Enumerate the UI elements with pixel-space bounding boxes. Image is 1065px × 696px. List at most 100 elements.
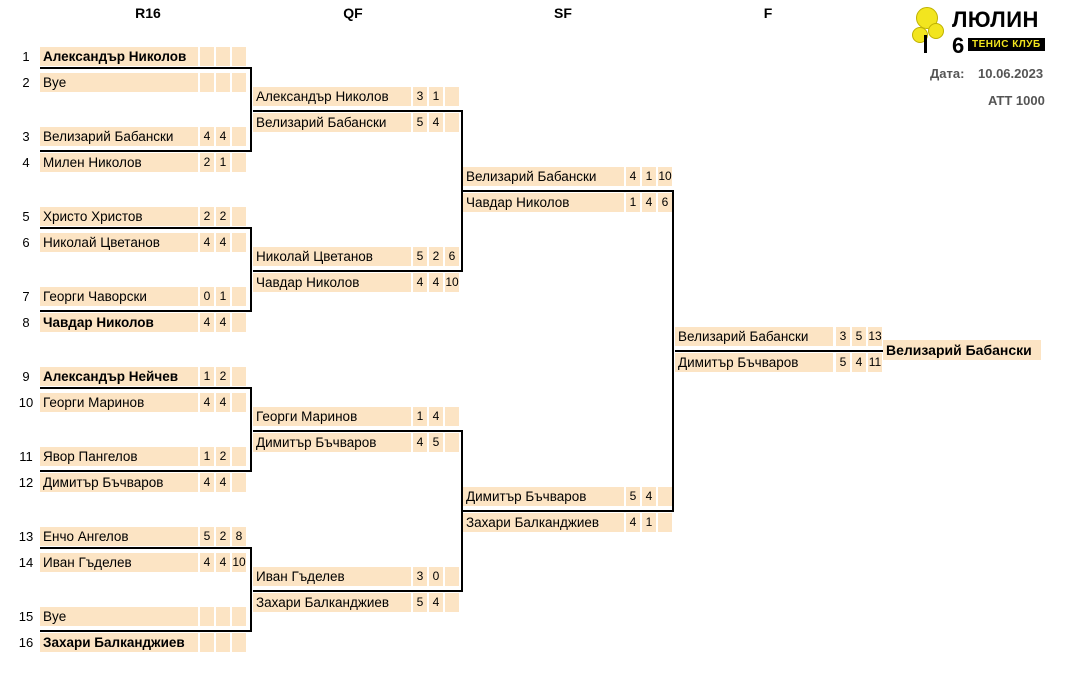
sf-player-score: 4 [641, 193, 656, 212]
qf-player-score [444, 113, 459, 132]
bracket-line [40, 67, 252, 69]
r16-player-name: Николай Цветанов [40, 233, 198, 252]
final-player-score: 4 [851, 353, 866, 372]
bracket-line [40, 387, 252, 389]
final-player-name: Велизарий Бабански [675, 327, 833, 346]
r16-player-score [199, 73, 214, 92]
sf-player-score: 6 [657, 193, 672, 212]
bracket-line [461, 110, 463, 272]
qf-player-name: Захари Балканджиев [253, 593, 411, 612]
seed-number: 9 [22, 369, 30, 384]
bracket-line [40, 630, 252, 632]
qf-player-score: 5 [428, 433, 443, 452]
logo-title: ЛЮЛИН 6 [952, 7, 1039, 58]
r16-player-score [231, 313, 246, 332]
r16-player-name: Иван Гъделев [40, 553, 198, 572]
qf-player-name: Чавдар Николов [253, 273, 411, 292]
bracket-line [250, 67, 252, 152]
qf-player-name: Александър Николов [253, 87, 411, 106]
r16-player-score: 2 [215, 207, 230, 226]
r16-player-score: 2 [215, 527, 230, 546]
r16-player-score: 1 [199, 447, 214, 466]
r16-player-score: 2 [199, 207, 214, 226]
bracket-line [253, 590, 463, 592]
date-label: Дата: [930, 66, 965, 81]
r16-player-score: 4 [215, 393, 230, 412]
r16-player-score [199, 607, 214, 626]
r16-player-name: Bye [40, 607, 198, 626]
tennis-ball-icon [928, 23, 944, 39]
bracket-line [672, 190, 674, 512]
r16-player-score: 1 [215, 287, 230, 306]
sf-player-name: Димитър Бъчваров [463, 487, 624, 506]
qf-player-score: 6 [444, 247, 459, 266]
r16-player-score: 0 [199, 287, 214, 306]
r16-player-name: Димитър Бъчваров [40, 473, 198, 492]
sf-player-name: Захари Балканджиев [463, 513, 624, 532]
bracket-line [253, 270, 463, 272]
qf-player-name: Георги Маринов [253, 407, 411, 426]
final-player-name: Димитър Бъчваров [675, 353, 833, 372]
qf-player-score: 4 [428, 113, 443, 132]
r16-player-name: Захари Балканджиев [40, 633, 198, 652]
qf-player-score: 2 [428, 247, 443, 266]
seed-number: 4 [22, 155, 30, 170]
seed-number: 14 [18, 555, 34, 570]
qf-player-score: 3 [412, 87, 427, 106]
seed-number: 15 [18, 609, 34, 624]
seed-number: 2 [22, 75, 30, 90]
r16-player-score: 2 [199, 153, 214, 172]
category-label: ATT 1000 [988, 93, 1045, 108]
sf-player-score [657, 513, 672, 532]
seed-number: 7 [22, 289, 30, 304]
bracket-line [463, 510, 673, 512]
round-header-r16: R16 [135, 5, 161, 21]
r16-player-score [231, 607, 246, 626]
r16-player-score [215, 607, 230, 626]
seed-number: 8 [22, 315, 30, 330]
r16-player-name: Bye [40, 73, 198, 92]
final-player-score: 5 [851, 327, 866, 346]
sf-player-score [657, 487, 672, 506]
bracket-line [40, 470, 252, 472]
bracket-line [253, 430, 463, 432]
sf-player-score: 1 [641, 513, 656, 532]
r16-player-name: Велизарий Бабански [40, 127, 198, 146]
champion-name: Велизарий Бабански [883, 340, 1041, 360]
final-player-score: 3 [835, 327, 850, 346]
r16-player-score [199, 633, 214, 652]
r16-player-score: 1 [215, 153, 230, 172]
qf-player-score [444, 87, 459, 106]
sf-player-score: 5 [625, 487, 640, 506]
r16-player-score [231, 233, 246, 252]
r16-player-score [215, 633, 230, 652]
r16-player-name: Александър Нейчев [40, 367, 198, 386]
r16-player-name: Чавдар Николов [40, 313, 198, 332]
r16-player-score [231, 287, 246, 306]
tree-trunk-icon [924, 35, 927, 53]
bracket-line [250, 387, 252, 472]
bracket-line [40, 227, 252, 229]
bracket-line [461, 430, 463, 592]
r16-player-score: 8 [231, 527, 246, 546]
qf-player-score: 4 [412, 433, 427, 452]
date-value: 10.06.2023 [978, 66, 1044, 81]
r16-player-score [215, 47, 230, 66]
bracket-line [253, 110, 463, 112]
r16-player-score [231, 127, 246, 146]
round-header-qf: QF [343, 5, 363, 21]
r16-player-score: 4 [199, 127, 214, 146]
sf-player-score: 1 [641, 167, 656, 186]
qf-player-name: Велизарий Бабански [253, 113, 411, 132]
r16-player-score [231, 473, 246, 492]
r16-player-score [231, 153, 246, 172]
qf-player-score [444, 593, 459, 612]
qf-player-score: 1 [428, 87, 443, 106]
seed-number: 3 [22, 129, 30, 144]
r16-player-score [231, 207, 246, 226]
qf-player-score [444, 567, 459, 586]
seed-number: 11 [19, 449, 33, 464]
r16-player-name: Георги Маринов [40, 393, 198, 412]
qf-player-score: 10 [444, 273, 459, 292]
sf-player-name: Чавдар Николов [463, 193, 624, 212]
